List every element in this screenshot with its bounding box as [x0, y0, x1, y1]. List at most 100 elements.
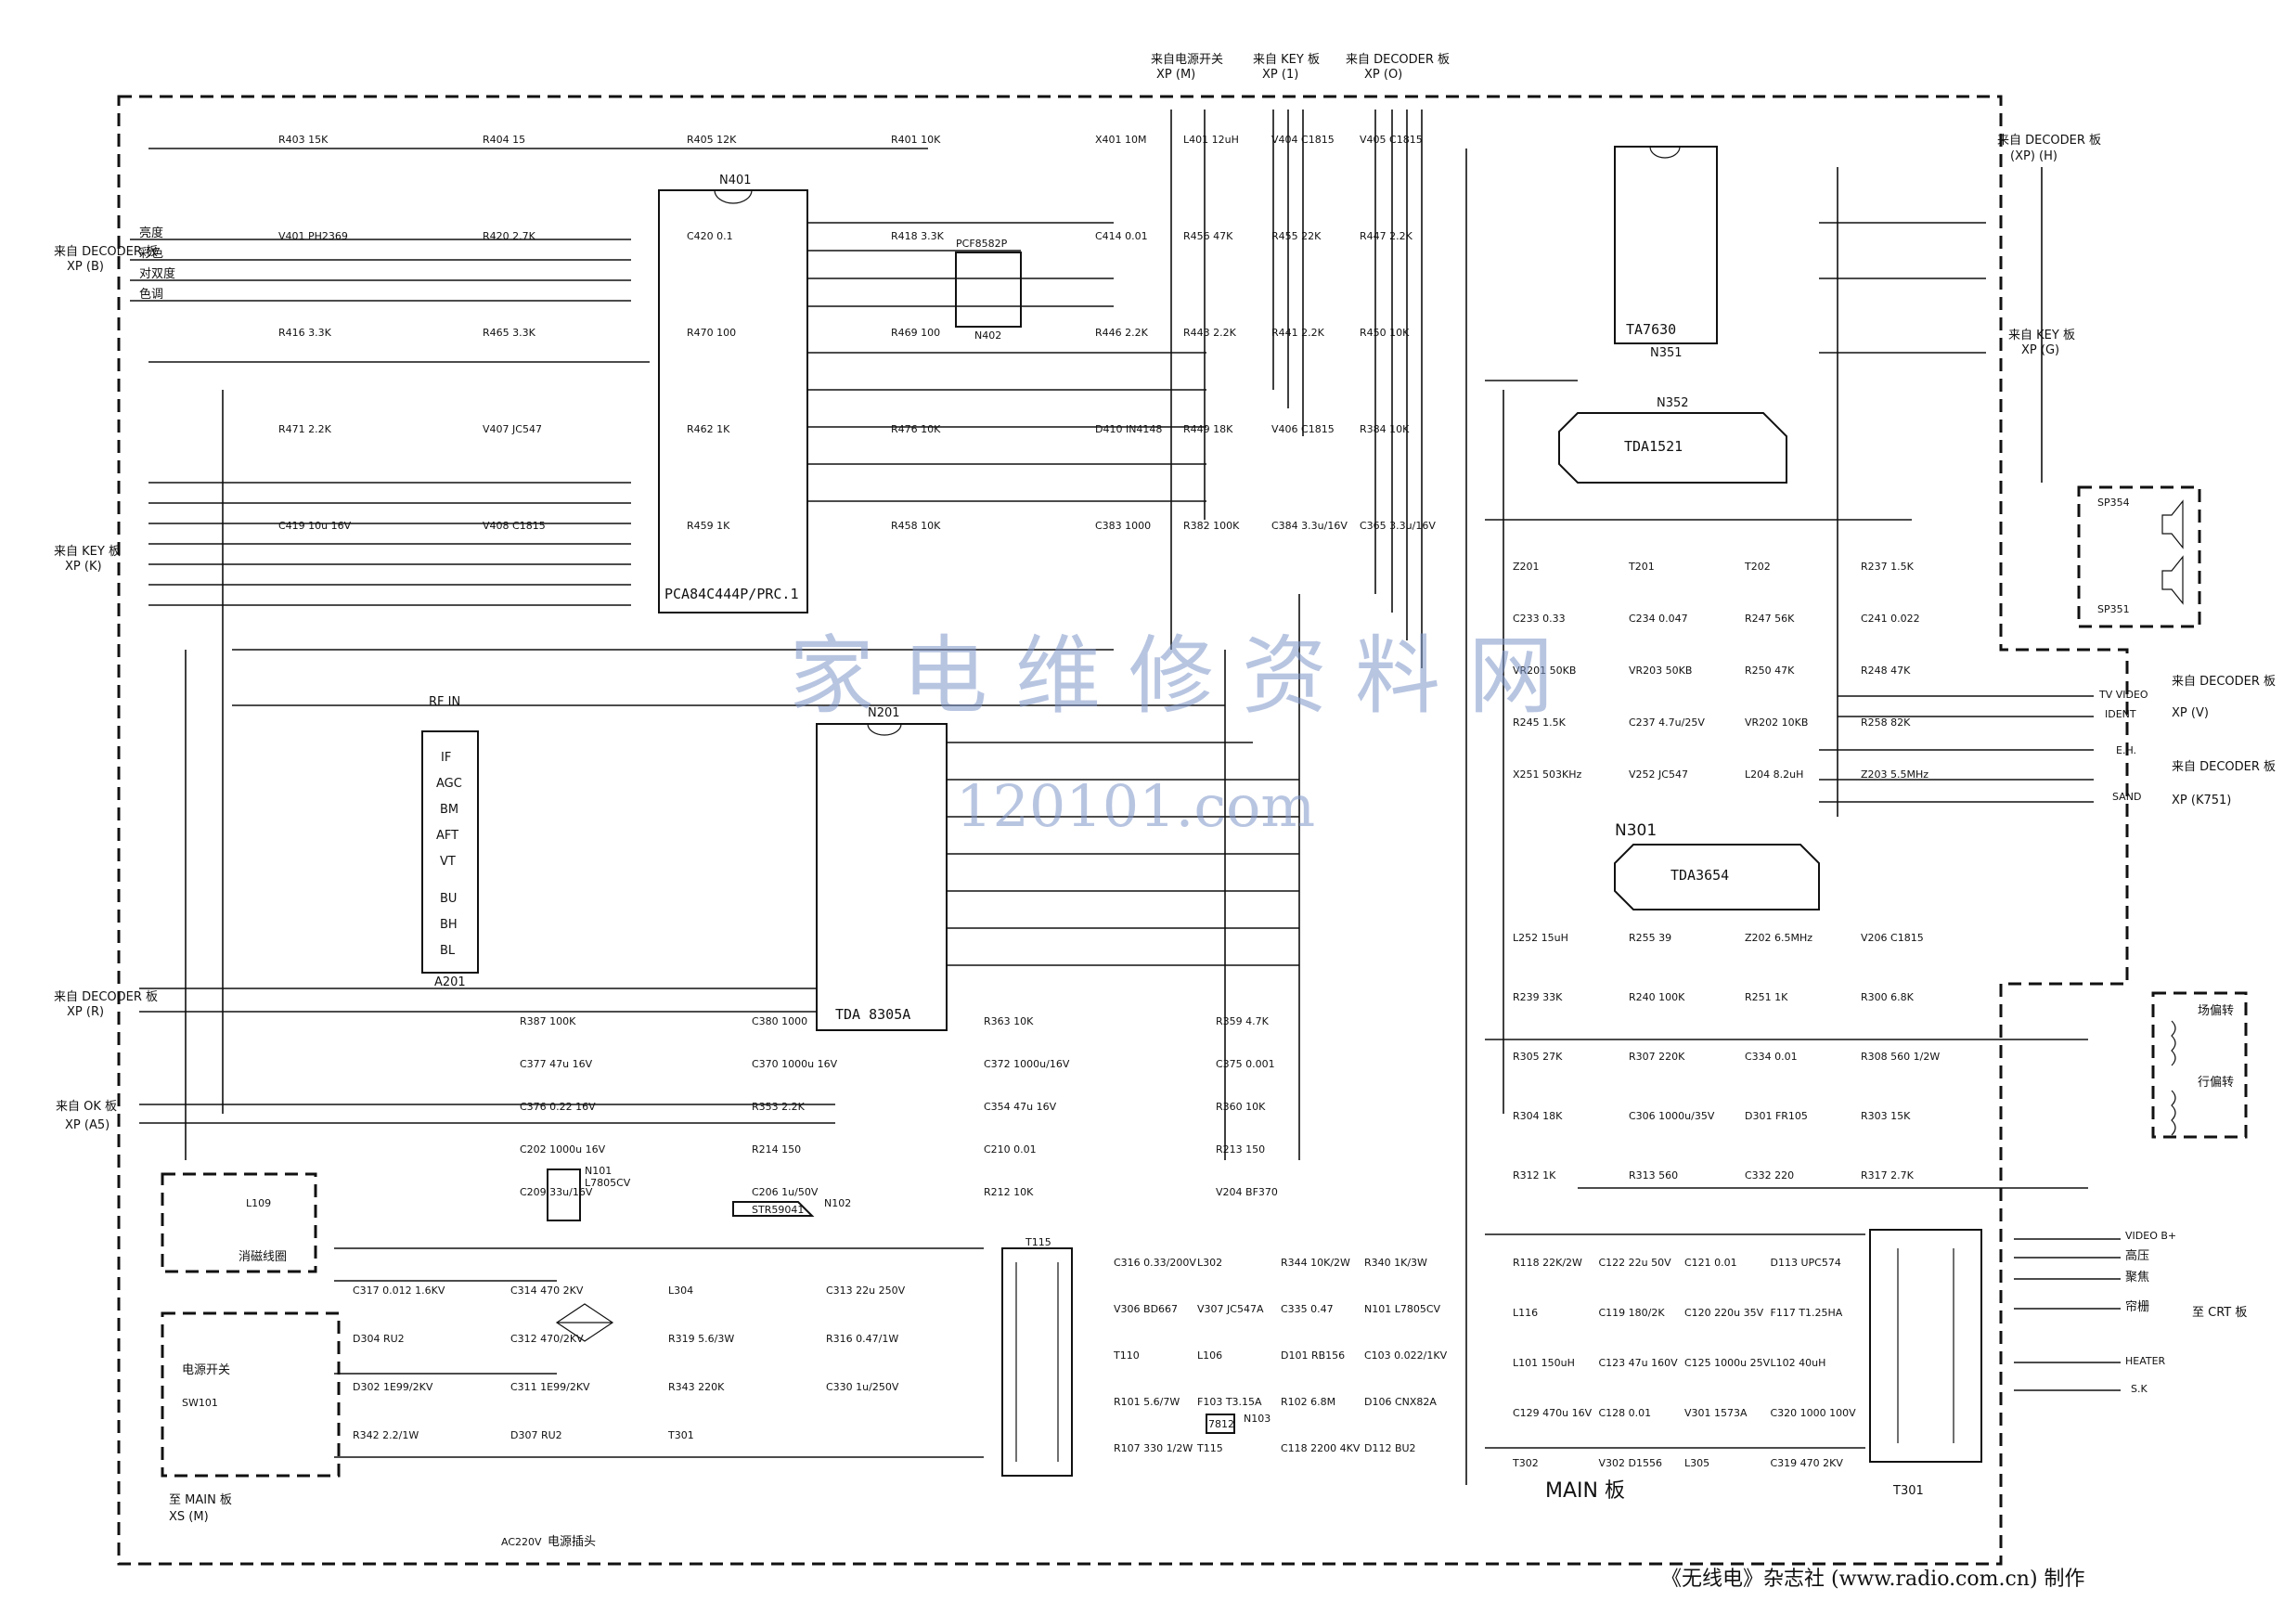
- component-label: C306 1000u/35V: [1629, 1110, 1715, 1122]
- component-label: C377 47u 16V: [520, 1058, 593, 1070]
- component-label: C241 0.022: [1861, 613, 1920, 625]
- component-label: C128 0.01: [1599, 1407, 1652, 1419]
- component-label: C317 0.012 1.6KV: [353, 1285, 445, 1297]
- header-connector-decoder-sub: XP (O): [1364, 68, 1402, 82]
- component-label: Z203 5.5MHz: [1861, 768, 1928, 781]
- component-label: C210 0.01: [984, 1143, 1037, 1156]
- ic-n301-part: TDA3654: [1670, 867, 1729, 884]
- component-label: R212 10K: [984, 1186, 1034, 1198]
- component-label: V301 1573A: [1684, 1407, 1748, 1419]
- signal-brightness: 亮度: [139, 226, 163, 240]
- ic-n402: PCF8582P N402: [955, 238, 1022, 342]
- component-label: D302 1E99/2KV: [353, 1381, 433, 1393]
- component-label: C234 0.047: [1629, 613, 1688, 625]
- ic-n103: 7812 N103: [1206, 1413, 1271, 1434]
- component-label: C129 470u 16V: [1513, 1407, 1593, 1419]
- component-label: R101 5.6/7W: [1114, 1396, 1180, 1408]
- component-label: D106 CNX82A: [1364, 1396, 1437, 1408]
- ic-n301-ref: N301: [1615, 821, 1657, 840]
- component-label: V252 JC547: [1629, 768, 1688, 781]
- component-label: C314 470 2KV: [510, 1285, 584, 1297]
- component-label: T202: [1744, 561, 1771, 573]
- io-focus: 聚焦: [2125, 1271, 2149, 1285]
- degauss-coil-label: 消磁线圈: [239, 1250, 287, 1264]
- signal-tint: 色调: [139, 287, 163, 302]
- component-label: D101 RB156: [1281, 1349, 1345, 1362]
- ic-n301: N301 TDA3654: [1614, 821, 1820, 910]
- component-label: R340 1K/3W: [1364, 1257, 1427, 1269]
- ic-n102-part: STR59041: [752, 1204, 804, 1216]
- power-switch-label: 电源开关: [182, 1363, 230, 1377]
- component-label: R447 2.2K: [1360, 230, 1413, 242]
- component-label: R308 560 1/2W: [1861, 1051, 1940, 1063]
- component-label: R245 1.5K: [1513, 717, 1567, 729]
- component-label: L304: [668, 1285, 693, 1297]
- component-label: V408 C1815: [483, 520, 546, 532]
- component-label: C313 22u 250V: [826, 1285, 906, 1297]
- io-screen: 帘栅: [2125, 1299, 2149, 1314]
- main-board-label: MAIN 板: [1545, 1479, 1625, 1503]
- component-label: V407 JC547: [483, 423, 542, 435]
- component-label: C121 0.01: [1684, 1257, 1737, 1269]
- ac-input-label: AC220V: [501, 1536, 542, 1548]
- header-connector-key-sub: XP (1): [1262, 68, 1298, 82]
- component-label: R353 2.2K: [752, 1101, 806, 1113]
- tuner-pin-aft: AFT: [436, 829, 458, 843]
- component-label: C118 2200 4KV: [1281, 1442, 1361, 1454]
- tuner-pin-bl: BL: [440, 944, 456, 958]
- header-connector-power-label: 来自电源开关: [1151, 53, 1223, 67]
- component-label: V307 JC547A: [1197, 1303, 1264, 1315]
- component-label: C414 0.01: [1095, 230, 1148, 242]
- tuner-pin-bm: BM: [440, 803, 458, 817]
- component-label: F103 T3.15A: [1197, 1396, 1262, 1408]
- component-label: R312 1K: [1513, 1169, 1556, 1181]
- component-label: V401 PH2369: [278, 230, 348, 242]
- power-switch-ref: SW101: [182, 1397, 218, 1409]
- ic-n102-ref: N102: [824, 1197, 851, 1209]
- component-label: V206 C1815: [1861, 932, 1924, 944]
- ic-n351-part: TA7630: [1626, 321, 1676, 338]
- component-label: C233 0.33: [1513, 613, 1566, 625]
- right-connector-decoder-h-label: 来自 DECODER 板: [1997, 134, 2101, 148]
- component-label: R403 15K: [278, 134, 329, 146]
- component-label: T110: [1113, 1349, 1140, 1362]
- header-connector-key-label: 来自 KEY 板: [1253, 53, 1320, 67]
- watermark-line2: 120101.com: [956, 772, 1315, 840]
- component-label: R313 560: [1629, 1169, 1678, 1181]
- left-connector-decoder-r-label: 来自 DECODER 板: [54, 990, 158, 1004]
- ic-n401: N401 PCA84C444P/PRC.1: [658, 174, 808, 613]
- ic-n351: N351 TA7630: [1614, 146, 1718, 360]
- component-label: R455 22K: [1271, 230, 1322, 242]
- main-board-connector-sub: XS (M): [169, 1510, 209, 1524]
- component-label: L252 15uH: [1513, 932, 1568, 944]
- right-connectors: 来自 DECODER 板 (XP) (H) 来自 KEY 板 XP (G) 来自…: [1819, 134, 2276, 1395]
- component-label: R239 33K: [1513, 991, 1563, 1003]
- main-board-outline: [117, 95, 2248, 1566]
- component-label: C311 1E99/2KV: [510, 1381, 590, 1393]
- ic-n201: N201 TDA 8305A: [816, 706, 948, 1031]
- component-label: C334 0.01: [1745, 1051, 1798, 1063]
- tuner-pin-vt: VT: [440, 855, 456, 869]
- power-plug-label: 电源插头: [548, 1535, 596, 1549]
- tuner-ref: A201: [434, 975, 466, 989]
- component-label: L302: [1197, 1257, 1222, 1269]
- component-label: C316 0.33/200V: [1114, 1257, 1196, 1269]
- speaker-sp351: SP351: [2097, 603, 2130, 615]
- speaker-sp354: SP354: [2097, 497, 2130, 509]
- component-label: C384 3.3u/16V: [1271, 520, 1348, 532]
- component-label: C330 1u/250V: [826, 1381, 899, 1393]
- left-connector-key-k-sub: XP (K): [65, 560, 102, 574]
- publisher-footer: 《无线电》杂志社 (www.radio.com.cn) 制作: [1661, 1568, 2085, 1591]
- left-connector-decoder-r-sub: XP (R): [67, 1005, 104, 1019]
- right-connector-decoder-h-sub: (XP) (H): [2010, 149, 2057, 163]
- component-label: C312 470/2KV: [510, 1333, 584, 1345]
- component-label: R446 2.2K: [1095, 327, 1149, 339]
- header-connector-decoder-label: 来自 DECODER 板: [1346, 53, 1450, 67]
- component-label: R420 2.7K: [483, 230, 536, 242]
- component-label: C320 1000 100V: [1771, 1407, 1857, 1419]
- vertical-yoke-label: 场偏转: [2198, 1004, 2234, 1018]
- flyback-t301: T301: [1869, 1229, 1982, 1498]
- component-label: C420 0.1: [687, 230, 733, 242]
- component-label: X251 503KHz: [1513, 768, 1582, 781]
- component-label: R343 220K: [668, 1381, 725, 1393]
